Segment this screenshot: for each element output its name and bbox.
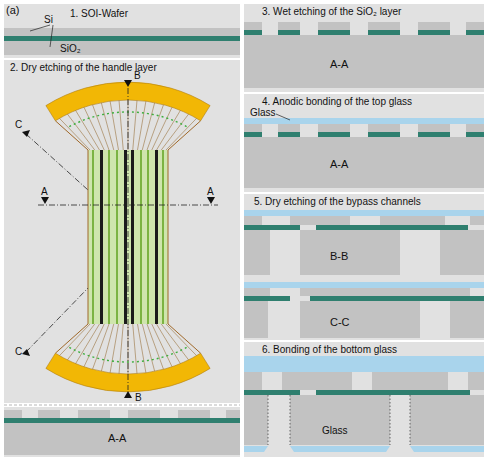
diagram-label: A-A <box>330 58 348 70</box>
diagram-label: Glass <box>250 107 276 118</box>
dark-stripes <box>100 150 158 324</box>
soi-wafer <box>4 25 240 55</box>
step-title: 4. Anodic bonding of the top glass <box>262 96 412 107</box>
break-gap <box>4 403 240 407</box>
chip-layout <box>4 80 240 455</box>
cross-section <box>244 114 484 188</box>
step-title: 1. SOI-Wafer <box>70 8 128 19</box>
diagram-label: A-A <box>108 432 126 444</box>
diagram-label: SiO₂ <box>60 43 81 54</box>
diagram-label: A <box>207 186 214 197</box>
step-panel: 6. Bonding of the bottom glass <box>244 342 484 457</box>
cross-section <box>4 410 240 455</box>
step-title: 3. Wet etching of the SiO₂ layer <box>262 6 401 17</box>
step-panel: 1. SOI-Wafer <box>4 4 240 58</box>
diagram-label: C <box>15 119 22 130</box>
step-title: 6. Bonding of the bottom glass <box>262 344 397 355</box>
diagram-label: C-C <box>330 316 350 328</box>
leader-line <box>276 114 290 120</box>
dotted-guide <box>268 395 410 445</box>
cross-section <box>244 22 484 88</box>
diagram-label: A-A <box>330 158 348 170</box>
fan-lines <box>60 100 197 150</box>
section-line <box>26 88 218 390</box>
step-panel: 3. Wet etching of the SiO₂ layer <box>244 4 484 92</box>
channel-block <box>88 150 168 324</box>
section-arrow <box>22 80 215 398</box>
diagram-label: Si <box>44 14 53 25</box>
diagram-label: A <box>41 186 48 197</box>
fan-lines <box>60 324 197 374</box>
diagram-label: C <box>15 346 22 357</box>
break-line <box>4 405 240 406</box>
step-panel: 4. Anodic bonding of the top glass <box>244 94 484 192</box>
oxide-layer <box>4 418 240 423</box>
diagram-label: Glass <box>322 425 348 436</box>
diagram-label: B <box>135 392 142 403</box>
outline <box>55 121 200 353</box>
diagram-label: (a) <box>6 4 19 16</box>
electrode-arc <box>46 82 210 121</box>
cross-section <box>244 282 484 338</box>
step-panel: 2. Dry etching of the handle layer <box>4 60 240 457</box>
device-layer <box>4 28 240 36</box>
step-title: 5. Dry etching of the bypass channels <box>254 196 421 207</box>
electrode-arc <box>46 353 210 392</box>
step-panel: 5. Dry etching of the bypass channels <box>244 194 484 340</box>
diagram-label: B <box>134 70 141 81</box>
leader-line <box>30 25 53 47</box>
cross-section <box>244 356 484 452</box>
glass-layer <box>244 118 484 124</box>
diagram-label: B-B <box>330 250 348 262</box>
dotted-arc <box>69 112 186 362</box>
oxide-layer <box>4 36 240 41</box>
green-stripes <box>92 150 164 324</box>
handle-layer <box>4 41 240 55</box>
cross-section <box>244 210 484 275</box>
